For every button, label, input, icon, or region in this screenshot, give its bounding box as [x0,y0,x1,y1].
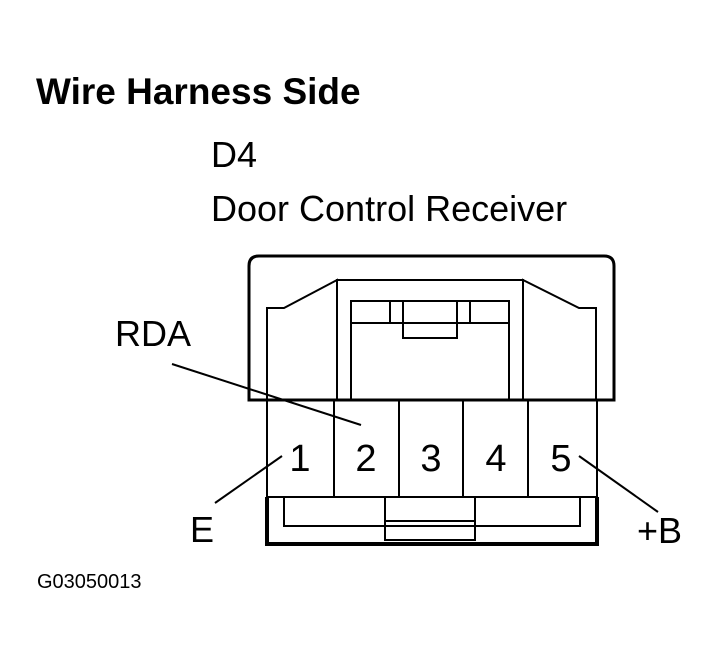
diagram-title: Wire Harness Side [36,71,361,112]
housing-shoulders [266,278,597,400]
connector-housing [247,254,616,402]
pin-number: 3 [420,438,441,480]
figure-id: G03050013 [37,571,142,593]
rda-leader-line [171,363,362,426]
e-leader-line [214,455,283,504]
connector-code: D4 [211,134,258,175]
plus-b-leader-line [578,455,659,513]
callout-plus-b: +B [637,510,683,551]
lock-tab [336,279,524,401]
terminal-block [266,399,598,498]
callout-e: E [190,509,215,550]
pin-number: 2 [355,438,376,480]
pin-number: 4 [485,438,506,480]
pin-number: 5 [550,438,571,480]
connector-name: Door Control Receiver [211,188,568,229]
pin-number: 1 [289,438,310,480]
bottom-flange [265,497,599,546]
callout-rda: RDA [115,313,192,354]
